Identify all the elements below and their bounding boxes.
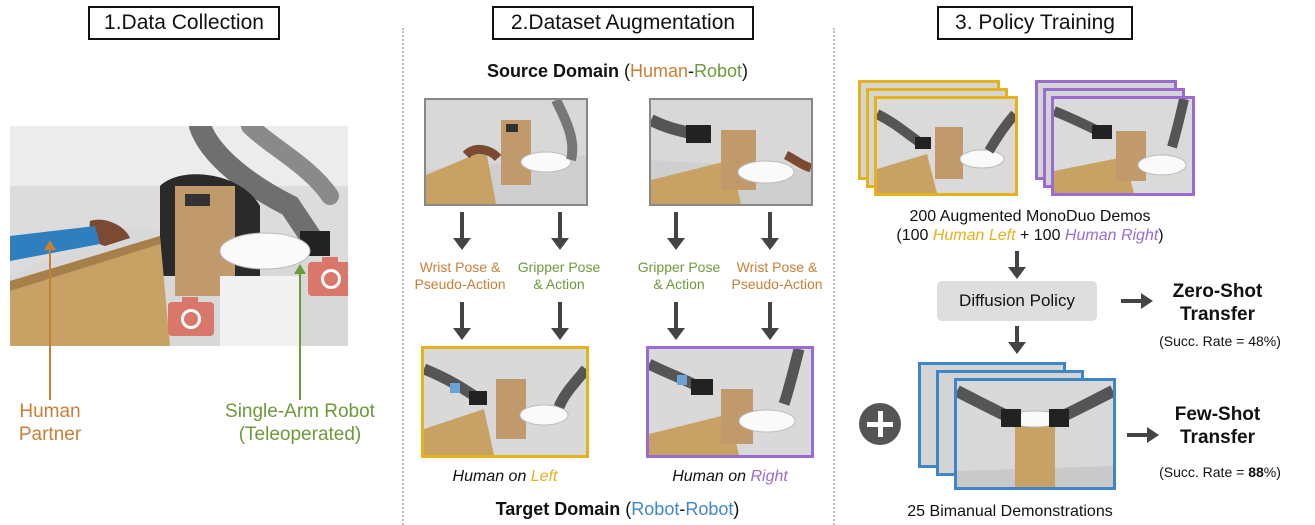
few-shot-text: Few-Shot [1174,404,1261,425]
transfer-text: Transfer [1180,426,1255,448]
gripper-pose-text: Gripper Pose [517,259,601,275]
paren: (100 [896,227,933,245]
demo-card-yellow-front [874,96,1018,196]
source-domain-title: Source Domain (Human-Robot) [420,61,815,83]
pseudo-action-text: Pseudo-Action [414,275,506,292]
human-on-text: Human on [672,468,751,485]
gripper-pose-label-right: Gripper Pose & Action [628,259,730,293]
demos-breakdown: (100 Human Left + 100 Human Right) [850,226,1210,245]
source-image-left [424,98,588,206]
target-robot: Robot [685,499,734,519]
plus-icon [859,403,901,445]
target-domain-bold: Target Domain [495,499,621,519]
wrist-pose-text: Wrist Pose & [736,259,818,275]
camera-icon [308,257,348,296]
wrist-pose-text: Wrist Pose & [419,259,501,275]
pseudo-action-text: Pseudo-Action [731,275,823,292]
section-divider [833,28,835,525]
zero-shot-text: Zero-Shot [1172,281,1263,302]
few-shot-rate: (Succ. Rate = 88%) [1125,464,1315,481]
source-domain-bold: Source Domain [486,61,619,81]
human-on-left-caption: Human on Left [421,467,589,486]
zero-rate-text: (Succ. Rate = 48%) [1159,333,1281,349]
human-on-text: Human on [452,468,531,485]
data-collection-illustration [10,126,348,346]
transfer-text: Transfer [1180,303,1255,325]
augmented-demos-caption: 200 Augmented MonoDuo Demos (100 Human L… [850,207,1210,245]
diffusion-policy-label: Diffusion Policy [959,291,1075,310]
few-shot-label: Few-Shot Transfer [1155,404,1280,450]
bimanual-text: 25 Bimanual Demonstrations [907,503,1113,520]
section-header-label: 1.Data Collection [104,11,264,34]
target-domain-title: Target Domain (Robot-Robot) [420,499,815,521]
demo-card-purple-front [1051,96,1195,196]
partner-label: Partner [18,423,82,445]
plus-text: + 100 [1015,227,1065,245]
and-action-text: & Action [653,275,705,292]
bimanual-caption: 25 Bimanual Demonstrations [880,502,1140,521]
human-label: Human [19,401,81,422]
data-collection-photo [10,126,348,346]
human-partner-label: Human Partner [0,401,100,447]
and-action-text: & Action [533,275,585,292]
zero-shot-rate: (Succ. Rate = 48%) [1130,333,1310,350]
source-robot: Robot [694,61,743,81]
robot-label: Single-Arm Robot [225,401,375,422]
zero-shot-label: Zero-Shot Transfer [1150,281,1285,327]
source-human: Human [629,61,688,81]
target-image-left [421,346,589,458]
paren: ) [733,499,740,519]
human-left-text: Human Left [932,227,1016,245]
section-header-data-collection: 1.Data Collection [88,6,280,40]
target-image-right [646,346,814,458]
paren: ( [620,499,632,519]
gripper-pose-text: Gripper Pose [637,259,721,275]
section-header-policy-training: 3. Policy Training [937,6,1133,40]
few-rate-prefix: (Succ. Rate = [1159,464,1249,480]
paren: ) [742,61,749,81]
section-header-label: 2.Dataset Augmentation [510,11,736,34]
section-header-augmentation: 2.Dataset Augmentation [492,6,754,40]
human-right-text: Human Right [1064,227,1159,245]
dash: - [688,61,694,81]
wrist-pose-label-right: Wrist Pose & Pseudo-Action [722,259,832,293]
human-on-right-caption: Human on Right [646,467,814,486]
section-divider [402,28,404,525]
few-rate-value: 88 [1248,464,1264,480]
demos-title: 200 Augmented MonoDuo Demos [909,208,1151,225]
section-header-label: 3. Policy Training [955,11,1115,34]
left-word: Left [530,468,558,485]
few-rate-suffix: %) [1263,464,1281,480]
source-image-right [649,98,813,206]
target-robot: Robot [631,499,680,519]
gripper-pose-label-left: Gripper Pose & Action [508,259,610,293]
right-word: Right [750,468,788,485]
paren: ( [618,61,630,81]
teleoperated-label: (Teleoperated) [238,423,362,445]
wrist-pose-label-left: Wrist Pose & Pseudo-Action [405,259,515,293]
camera-icon [168,297,214,336]
paren: ) [1158,227,1164,245]
diffusion-policy-box: Diffusion Policy [937,281,1097,321]
single-arm-robot-label: Single-Arm Robot (Teleoperated) [200,401,400,447]
dash: - [679,499,686,519]
bimanual-card-front [954,378,1116,490]
